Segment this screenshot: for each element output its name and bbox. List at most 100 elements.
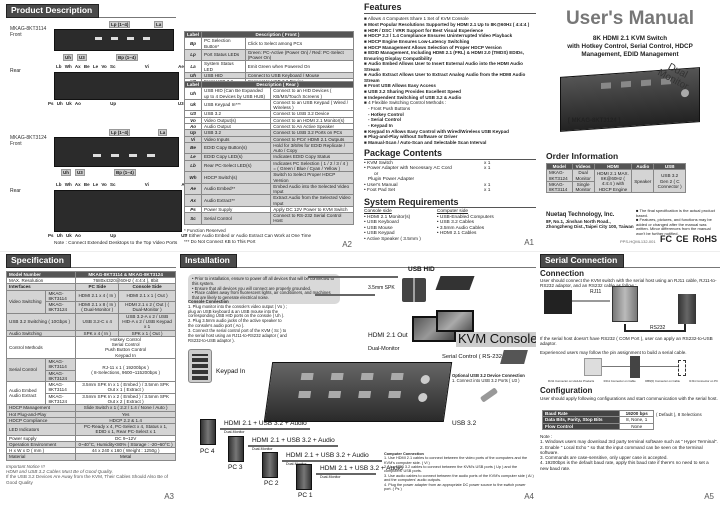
table-row: USB 3.2 Switching ( 10Gbps )USB 3.2-C x … bbox=[6, 312, 176, 331]
pin-captions: RJ11 Connector on HxxHxx Products RJ11 C… bbox=[548, 379, 718, 383]
cell: HDMI 2.1 MAX. 8K@60Hz ( 4:4:4 ) with HDC… bbox=[593, 169, 633, 194]
console-connection: Console Connection 1. Plug monitor into … bbox=[188, 299, 288, 343]
th-desc: Description ( Rear ) bbox=[201, 80, 354, 89]
cell: Ae bbox=[184, 182, 202, 196]
laptop-image bbox=[500, 350, 528, 364]
console-title: Console Connection bbox=[188, 299, 229, 304]
th-label: Label bbox=[184, 80, 202, 89]
feature-item: ■ EDID Management, Including HDMI 2.1 (F… bbox=[364, 50, 525, 61]
ce-mark-icon: CE bbox=[676, 234, 689, 244]
page-a5: Serial Connection Connection User should… bbox=[540, 254, 720, 506]
hdmi-port-icon bbox=[328, 391, 342, 398]
cell: Hot Plug-and-Play bbox=[6, 410, 77, 418]
hdmi-port-icon bbox=[360, 373, 374, 380]
tag-u3: U3 bbox=[77, 54, 87, 62]
pin-text: Experienced users may follow the pin ass… bbox=[540, 350, 687, 355]
th: USB bbox=[653, 162, 686, 171]
button-icon bbox=[93, 154, 101, 157]
cell: USB 3.2-A x 2 / USB HID-A x 2 / USB Keyp… bbox=[118, 312, 176, 331]
req-item: • Active Speaker ( 3.5mm ) bbox=[364, 236, 421, 242]
cell: Uh bbox=[184, 71, 202, 80]
req-item: • USB 3.2 Cables bbox=[436, 220, 475, 226]
pc-2-icon bbox=[262, 452, 278, 478]
cable-spk bbox=[315, 294, 375, 296]
page-a2: Product Description MKAG-8KT3114 Front L… bbox=[6, 4, 356, 250]
cell: La bbox=[184, 60, 202, 73]
cell: Ax bbox=[184, 194, 202, 207]
cell: Port Status LEDs bbox=[201, 48, 246, 62]
cell: HDMI 2.1 x 2 ( Out ) ( Dual-Monitor ) bbox=[118, 301, 176, 314]
rj11-connector-icon bbox=[584, 358, 602, 376]
connection-text: User should connect the KVM switch with … bbox=[540, 277, 717, 289]
req-item: • USB-Enabled Computers bbox=[436, 214, 494, 220]
serial-spec: ( 8-Selections, 9600~115200bps ) bbox=[91, 370, 160, 376]
feature-item: ■ HDCP Engine Ensures Low-Latency Switch… bbox=[364, 39, 470, 45]
table-row: MKAG-8KT3114 Single Monitor bbox=[546, 180, 686, 194]
monitor-image bbox=[436, 310, 474, 332]
table-row: MKAG-8KT3124 Dual Monitor HDMI 2.1 MAX. … bbox=[546, 169, 686, 194]
hdmi-port-icon bbox=[621, 80, 631, 88]
cell: Metal bbox=[75, 453, 176, 461]
optional-title: Optional USB 3.2 Device Connection bbox=[452, 373, 525, 378]
keypad-image bbox=[188, 349, 212, 383]
top-ports-note: Note : Connect Extended Desktops to the … bbox=[54, 241, 178, 246]
cell: Video Inputs bbox=[200, 135, 272, 143]
db9-connector-icon bbox=[630, 356, 640, 378]
page-number: A3 bbox=[164, 492, 174, 501]
cell: Indicates EDID Copy Status bbox=[270, 153, 354, 161]
disclaimer: ■ The final specification is the actual … bbox=[636, 208, 718, 237]
cell: USB 3.2 Gen 2 ( C Connector ) bbox=[653, 169, 686, 194]
cell: Console Side bbox=[118, 283, 176, 291]
rj11-cable bbox=[572, 300, 610, 302]
cell: MAX. Resolution bbox=[6, 277, 77, 285]
rule bbox=[540, 266, 720, 268]
no-rs232-text: If the serial host doesn't have RS232 ( … bbox=[540, 336, 713, 347]
cell: Video Switching bbox=[6, 289, 47, 314]
button-icon bbox=[143, 37, 150, 40]
cable-pc4 bbox=[220, 428, 310, 430]
pin-caption: RJ11 Connector on PC bbox=[689, 379, 718, 383]
feature-item: ■ Allows 4 Computers Share 1 Set of KVM … bbox=[364, 16, 469, 22]
cell: Serial Control bbox=[200, 212, 272, 225]
rs232-label: RS232 bbox=[650, 325, 666, 331]
feature-item: ■ HDR / DSC / VRR Support for Best Visua… bbox=[364, 27, 484, 33]
hdmi-port-icon bbox=[298, 391, 312, 398]
cell: Connect to USB 3.2 Ports on PCs bbox=[270, 129, 354, 137]
feature-item: ■ 4 Flexible Switching Control Methods : bbox=[364, 100, 447, 106]
step: 3. Connect the serial control port of th… bbox=[188, 327, 287, 343]
dual-monitor-label: Dual-Monitor bbox=[368, 346, 400, 352]
cell: HDMI 2.1 x 4 ( In ) bbox=[75, 289, 120, 303]
subtitle-line: 8K HDMI 2.1 KVM Switch bbox=[592, 34, 668, 42]
feature-item: ■ Keypad In Allows Easy Control with Wir… bbox=[364, 128, 509, 134]
th-label: Label bbox=[184, 30, 202, 39]
cell: Indicates PC Selection ( 1 / 2 / 3 / 4 )… bbox=[270, 159, 354, 173]
model-name: MKAG-8KT3124 bbox=[10, 135, 47, 141]
precaution: • Place cables away from fluorescent lig… bbox=[192, 290, 331, 301]
cell: Hold for 3/6/9s for EDID Replicate / Aut… bbox=[270, 141, 354, 155]
rear-tags-bottom-3124: Ps Uh Uk Ao Up U3 bbox=[48, 233, 187, 238]
feature-item: ■ Manual-Scan / Auto-Scan and Selectable… bbox=[364, 139, 487, 145]
config-side-note: ( Default ), 8 Selections bbox=[656, 412, 702, 417]
cell: Sc bbox=[184, 212, 202, 225]
pin-caption: DB9(F) Connector on Cable bbox=[645, 379, 680, 383]
cell: Connect to an USB Keypad ( Wired / Wirel… bbox=[270, 98, 354, 112]
cable-usb-hid bbox=[308, 276, 398, 278]
cell: USB HID (Can Be Expanded up to 4 Devices… bbox=[200, 87, 272, 100]
tag-bp: Bp (1~4) bbox=[114, 169, 136, 177]
sysreq-columns: Console side • HDMI 2.1 Monitor(s) • USB… bbox=[364, 209, 536, 242]
pc-2-label: PC 2 bbox=[264, 480, 279, 487]
pc-3-cable-label: HDMI 2.1 + USB 3.2 + Audio bbox=[252, 437, 335, 444]
cell: Connect to An Active Speaker bbox=[270, 122, 354, 131]
